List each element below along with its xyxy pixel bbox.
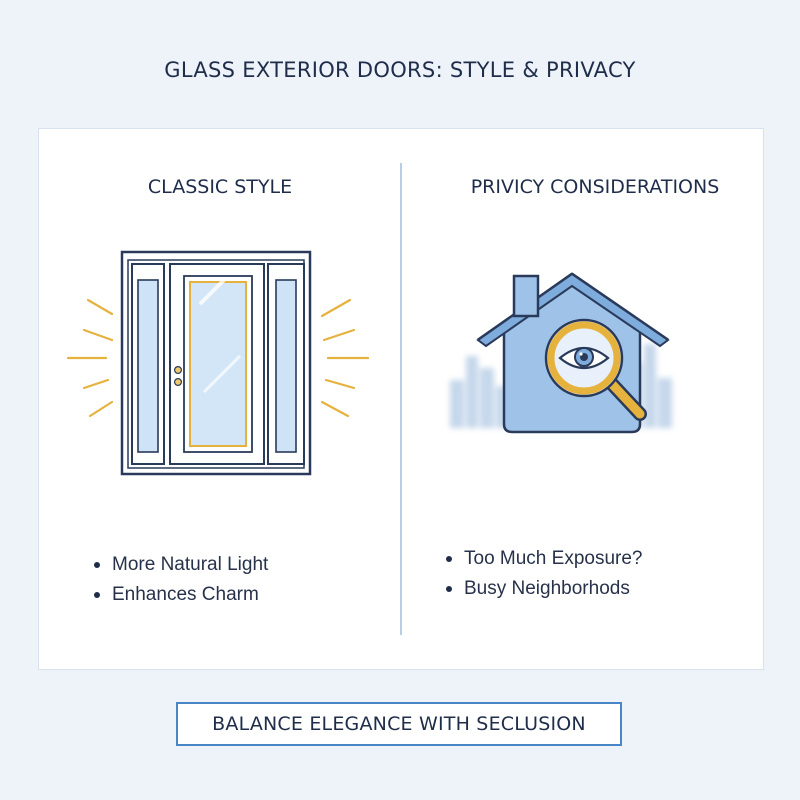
glass-door-icon: [66, 250, 370, 476]
list-item: Too Much Exposure?: [446, 544, 643, 574]
list-item: Enhances Charm: [94, 580, 268, 610]
light-rays-left: [66, 298, 114, 418]
bullet-icon: [94, 562, 100, 568]
bullet-icon: [94, 592, 100, 598]
classic-style-bullets: More Natural Light Enhances Charm: [94, 550, 268, 610]
summary-banner: BALANCE ELEGANCE WITH SECLUSION: [176, 702, 622, 746]
list-item: Busy Neighborhods: [446, 574, 643, 604]
house-magnifier-eye-icon: [450, 272, 672, 434]
panel-divider: [400, 163, 402, 635]
privacy-bullets: Too Much Exposure? Busy Neighborhods: [446, 544, 643, 604]
bullet-icon: [446, 556, 452, 562]
light-rays-right: [320, 298, 370, 418]
classic-style-heading: CLASSIC STYLE: [147, 176, 293, 198]
privacy-considerations-heading: PRIVICY CONSIDERATIONS: [470, 176, 720, 198]
bullet-icon: [446, 586, 452, 592]
list-item: More Natural Light: [94, 550, 268, 580]
page-title: GLASS EXTERIOR DOORS: STYLE & PRIVACY: [164, 58, 636, 82]
